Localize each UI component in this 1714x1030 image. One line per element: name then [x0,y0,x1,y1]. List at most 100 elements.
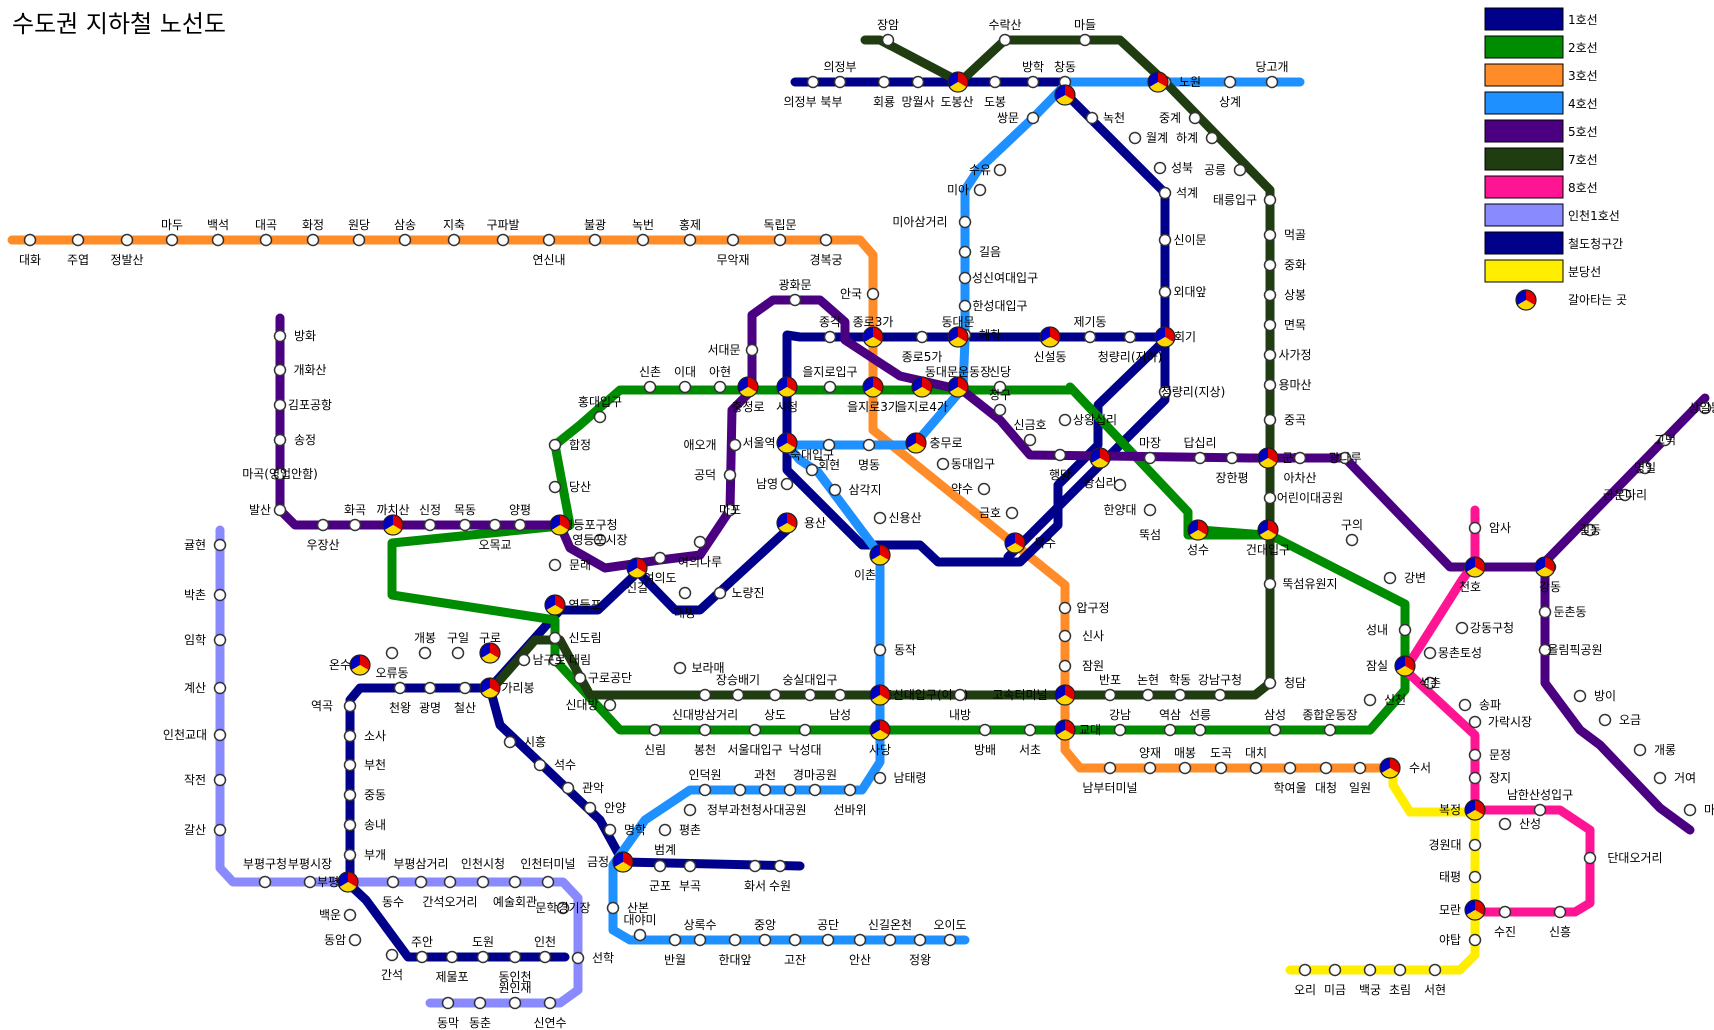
station-dot[interactable] [538,950,552,964]
station[interactable]: 신이문 [1158,233,1207,247]
station-dot[interactable] [1583,523,1597,537]
station[interactable]: 범계 [654,823,676,858]
station[interactable]: 아차산 [1283,451,1317,486]
station-dot[interactable] [993,380,1007,394]
station[interactable]: 대야미 [623,913,657,942]
station[interactable]: 상왕십리 [1058,413,1118,427]
station[interactable]: 여의나루 [678,535,722,570]
station[interactable]: 간석 [381,948,403,983]
station[interactable]: 영등포시장 [572,533,627,547]
station[interactable]: 독립문 [763,218,797,247]
station[interactable]: 낙성대 [788,723,822,758]
station[interactable]: 먹골 [1263,228,1307,242]
transfer-icon[interactable] [911,376,933,398]
station[interactable]: 방학 [1022,60,1044,89]
station-dot[interactable] [1263,413,1277,427]
station-dot[interactable] [1398,623,1412,637]
station-dot[interactable] [1428,963,1442,977]
station-dot[interactable] [693,535,707,549]
station-dot[interactable] [1078,33,1092,47]
station[interactable]: 답십리 [1183,436,1217,465]
transfer-icon[interactable] [479,677,501,699]
station-dot[interactable] [343,788,357,802]
station-dot[interactable] [853,933,867,947]
station-dot[interactable] [593,533,607,547]
transfer-icon[interactable] [1379,757,1401,779]
station-dot[interactable] [1263,491,1277,505]
station-dot[interactable] [443,875,457,889]
station-dot[interactable] [653,859,667,873]
station-dot[interactable] [458,681,472,695]
station-dot[interactable] [1263,676,1277,690]
station[interactable]: 홍대입구 [578,395,622,424]
station[interactable]: 장승배기 [716,673,760,702]
station-dot[interactable] [1143,761,1157,775]
station[interactable]: 어린이대공원 [1263,491,1344,505]
station-dot[interactable] [1214,761,1228,775]
station[interactable]: 불광 [584,218,606,247]
station[interactable]: 몽촌토성 [1423,646,1483,660]
station-dot[interactable] [593,410,607,424]
station[interactable]: 한양대 [1103,478,1137,518]
station-dot[interactable] [873,643,887,657]
station-dot[interactable] [1263,193,1277,207]
station[interactable]: 신대방 [565,698,617,712]
station[interactable]: 문래 [548,558,592,572]
station-dot[interactable] [833,75,847,89]
station[interactable]: 녹천 [1085,110,1126,125]
station-dot[interactable] [1319,761,1333,775]
station-dot[interactable] [583,801,597,815]
station-dot[interactable] [1058,659,1072,673]
station-dot[interactable] [788,293,802,307]
station-dot[interactable] [561,781,575,795]
station-dot[interactable] [548,558,562,572]
station-dot[interactable] [352,233,366,247]
station[interactable]: 숙대입구 [790,448,834,477]
station-dot[interactable] [862,438,876,452]
transfer-icon[interactable] [1089,447,1111,469]
station-dot[interactable] [668,933,682,947]
station-dot[interactable] [958,271,972,285]
station-dot[interactable] [1193,451,1207,465]
station-dot[interactable] [973,183,987,197]
station-dot[interactable] [678,586,692,600]
station[interactable]: 산본 [606,901,650,915]
station-dot[interactable] [1265,75,1279,89]
station[interactable]: 원인재 [498,981,532,1010]
transfer-icon[interactable] [1515,289,1537,311]
station[interactable]: 신촌 [639,365,661,394]
station[interactable]: 신연수 [533,996,567,1030]
station[interactable]: 당산 [548,480,592,494]
station-dot[interactable] [723,468,737,482]
station[interactable]: 종로5가 [902,330,943,365]
station[interactable]: 아현 [709,365,731,394]
station-dot[interactable] [533,758,547,772]
station-dot[interactable] [588,233,602,247]
station[interactable]: 임학 [184,633,227,647]
station[interactable]: 둔촌동 [1538,605,1587,619]
station-dot[interactable] [658,823,672,837]
station-dot[interactable] [1345,533,1359,547]
station-dot[interactable] [728,438,742,452]
station-dot[interactable] [548,631,562,645]
station-dot[interactable] [1263,577,1277,591]
station-dot[interactable] [977,482,991,496]
station[interactable]: 대치 [1245,746,1267,775]
station-dot[interactable] [1423,676,1437,690]
station[interactable]: 남영 [756,477,794,491]
station[interactable]: 신당 [989,365,1011,394]
station-dot[interactable] [1468,933,1482,947]
station-dot[interactable] [1658,433,1672,447]
station[interactable]: 개롱 [1633,743,1677,757]
station[interactable]: 종각 [819,315,841,344]
station-dot[interactable] [1085,111,1099,125]
station[interactable]: 중동 [343,788,387,802]
station[interactable]: 주안 [411,935,433,964]
station[interactable]: 우장산 [306,518,340,553]
station[interactable]: 면목 [1263,318,1307,332]
station[interactable]: 한대앞 [718,933,752,968]
station-dot[interactable] [1468,748,1482,762]
station-dot[interactable] [958,299,972,313]
station-dot[interactable] [733,783,747,797]
station[interactable]: 공릉 [1204,163,1247,177]
